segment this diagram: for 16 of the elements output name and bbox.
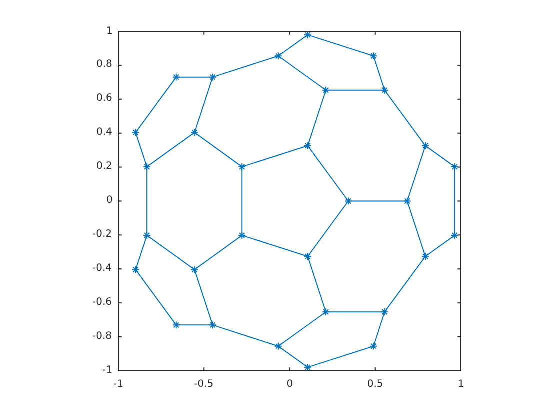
y-tick-label: 1 [106, 26, 113, 38]
y-tick-label: 0 [106, 195, 113, 208]
x-tick-label: -1 [114, 379, 124, 391]
y-tick-label: -1 [102, 365, 112, 377]
y-tick-label: -0.6 [92, 297, 112, 310]
x-tick-label: 0.5 [367, 379, 384, 391]
y-tick-label: -0.4 [92, 263, 112, 276]
y-tick-label: 0.8 [96, 59, 112, 72]
x-tick-label: 0 [286, 379, 294, 391]
y-tick-label: -0.8 [92, 331, 112, 344]
x-tick-label: 1 [458, 379, 464, 391]
y-tick-label: 0.2 [96, 161, 112, 174]
y-tick-label: -0.2 [92, 229, 112, 242]
x-tick-label: -0.5 [194, 379, 214, 391]
y-tick-label: 0.4 [96, 127, 112, 140]
y-tick-label: 0.6 [96, 93, 112, 106]
